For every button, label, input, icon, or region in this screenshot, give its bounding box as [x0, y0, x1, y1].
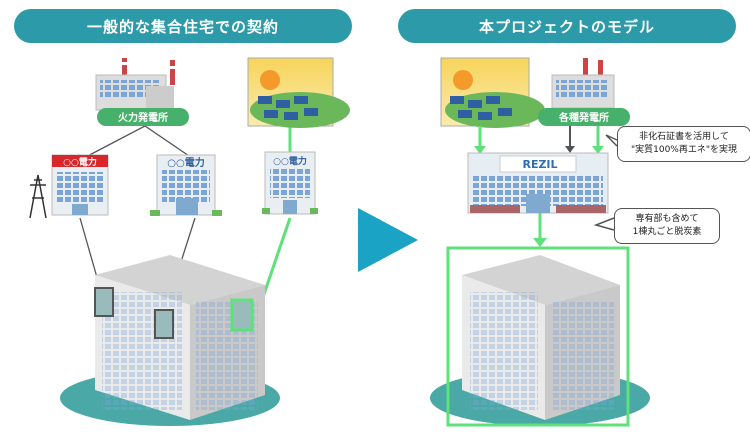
left-green-line-2: [260, 217, 292, 301]
green-arrow-down: [533, 213, 547, 247]
thermal-plant-label: 火力発電所: [118, 111, 168, 124]
rezil-logo: REZIL: [522, 158, 557, 171]
utility-c-label: ○○電力: [273, 155, 307, 167]
rezil-building: [467, 152, 609, 214]
gray-arrow-top: [565, 126, 575, 153]
green-highlight-frame: [446, 246, 630, 427]
solar-farm-right: [440, 57, 545, 128]
utility-a-label: ○○電力: [63, 156, 97, 168]
power-plants-right: [551, 58, 615, 109]
bubble-1-line2: "実質100%再エネ"を実現: [630, 145, 737, 155]
bubble-2-tail: [593, 217, 615, 231]
green-arrows-top: [474, 126, 604, 154]
bubble-2-line2: 1棟丸ごと脱炭素: [632, 227, 702, 237]
header-right: 本プロジェクトのモデル: [398, 9, 736, 43]
solar-farm-left: [247, 57, 350, 128]
utility-building-c: [262, 151, 318, 215]
thermal-plant-left: [95, 58, 175, 111]
apartment-building-right: [462, 255, 620, 420]
utility-building-b: [150, 154, 222, 216]
apartment-unit-1: [94, 287, 114, 317]
bubble-renewable: 非化石証書を活用して "実質100%再エネ"を実現: [617, 126, 750, 162]
bubble-1-line1: 非化石証書を活用して: [639, 132, 729, 142]
thermal-plant-label-bg: [97, 108, 189, 126]
apartment-unit-3: [230, 298, 254, 332]
transition-arrow: [358, 208, 418, 272]
bubble-2-line1: 専有部も含めて: [635, 214, 699, 224]
bubble-decarbon: 専有部も含めて 1棟丸ごと脱炭素: [614, 208, 720, 244]
bubble-1-tail: [605, 134, 618, 147]
apartment-building-left: [95, 255, 265, 420]
utility-b-label: ○○電力: [167, 156, 204, 169]
power-pylon-icon: [29, 174, 47, 219]
header-left: 一般的な集合住宅での契約: [14, 9, 352, 43]
plants-label-bg: [538, 108, 630, 126]
utility-building-a: [51, 154, 109, 216]
apartment-unit-2: [154, 309, 174, 339]
plants-label: 各種発電所: [558, 111, 609, 124]
